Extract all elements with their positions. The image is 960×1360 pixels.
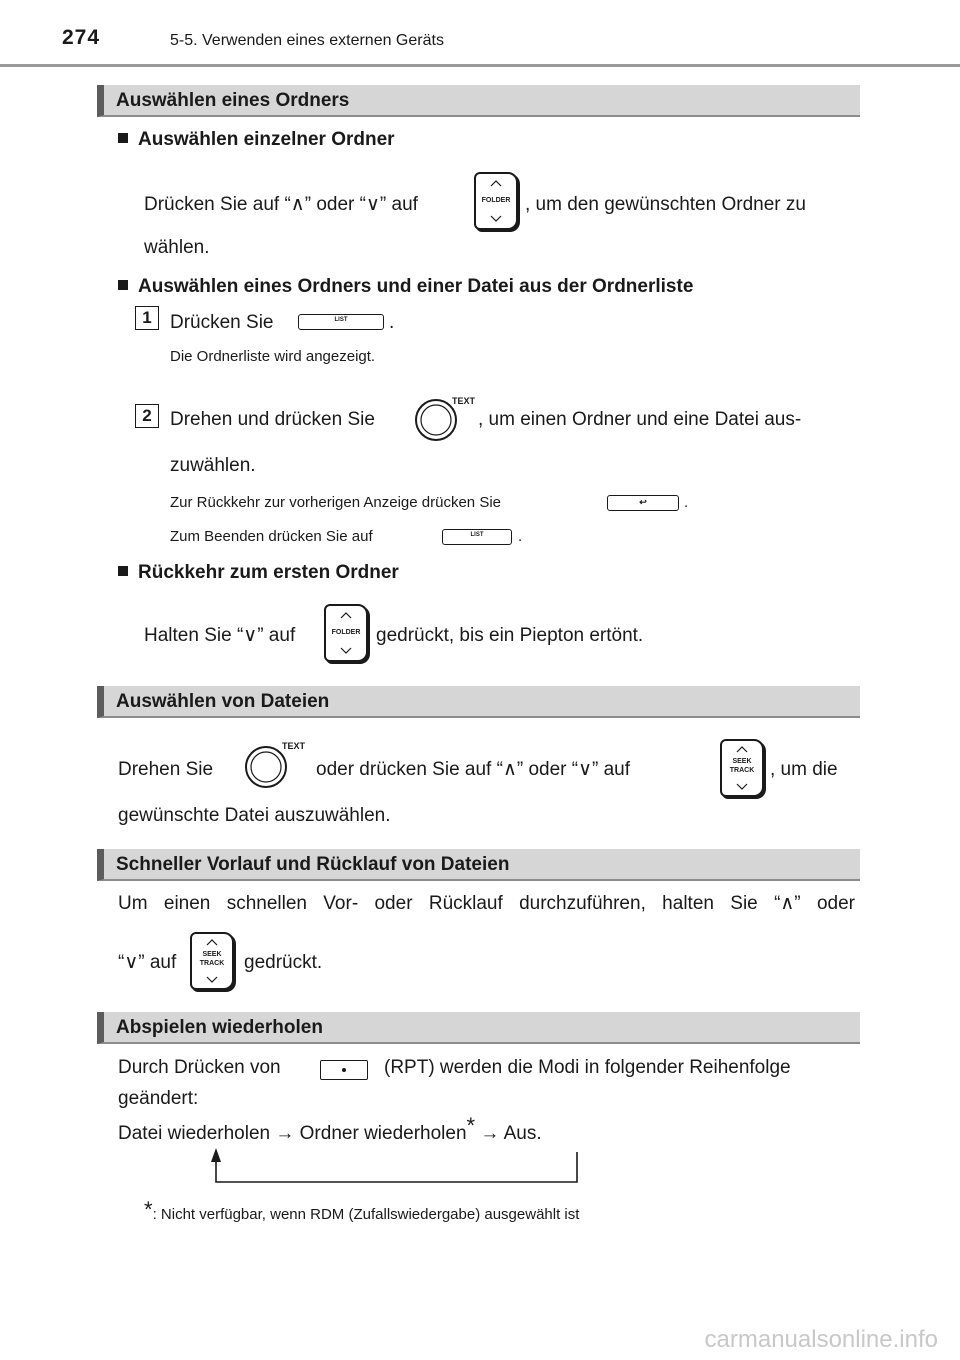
section-title: Auswählen von Dateien <box>116 691 330 712</box>
back-button-icon: ↩ <box>607 495 679 511</box>
text-knob-icon <box>414 398 460 444</box>
bullet-square-icon <box>118 566 128 576</box>
note-back: Zur Rückkehr zur vorherigen Anzeige drüc… <box>170 494 501 511</box>
text-label: TEXT <box>452 396 476 406</box>
text-knob-icon <box>244 745 290 791</box>
paragraph-line: gewünschte Datei auszuwählen. <box>118 805 391 826</box>
subheading-first-folder: Rückkehr zum ersten Ordner <box>118 562 399 584</box>
repeat-sequence: Datei wiederholen → Ordner wiederholen* … <box>118 1113 542 1144</box>
paragraph-line: Durch Drücken von <box>118 1057 281 1078</box>
section-header-fast: Schneller Vorlauf und Rücklauf von Datei… <box>97 849 860 881</box>
step-number: 2 <box>135 404 159 428</box>
watermark: carmanualsonline.info <box>704 1326 938 1353</box>
list-button-icon: LIST <box>298 314 384 330</box>
seek-track-button-icon: SEEK TRACK <box>720 739 764 797</box>
paragraph-line: gedrückt. <box>244 952 323 973</box>
section-header-folder: Auswählen eines Ordners <box>97 85 860 117</box>
bullet-square-icon <box>118 280 128 290</box>
dot-icon <box>342 1068 346 1072</box>
paragraph-line: Um einen schnellen Vor- oder Rücklauf du… <box>118 893 855 914</box>
subheading-folder-list: Auswählen eines Ordners und einer Datei … <box>118 276 693 298</box>
paragraph-line: “∨” auf <box>118 952 177 973</box>
paragraph-line: , um die <box>770 759 838 780</box>
step-text: Drücken Sie <box>170 312 274 333</box>
step-text: , um einen Ordner und eine Datei aus- <box>478 409 802 430</box>
subheading-single-folder: Auswählen einzelner Ordner <box>118 129 395 151</box>
page-number: 274 <box>62 26 101 49</box>
footnote: *: Nicht verfügbar, wenn RDM (Zufallswie… <box>144 1197 580 1224</box>
section-title: Auswählen eines Ordners <box>116 90 350 111</box>
text-label: TEXT <box>282 741 306 751</box>
section-header-files: Auswählen von Dateien <box>97 686 860 718</box>
paragraph-line: Drücken Sie auf “∧” oder “∨” auf <box>144 194 418 215</box>
folder-button-icon: FOLDER <box>474 172 518 230</box>
paragraph-line: geändert: <box>118 1088 199 1109</box>
seek-track-button-icon: SEEK TRACK <box>190 932 234 990</box>
note-end: Zum Beenden drücken Sie auf <box>170 528 373 545</box>
step-number: 1 <box>135 306 159 330</box>
step-text: zuwählen. <box>170 455 256 476</box>
bullet-square-icon <box>118 133 128 143</box>
paragraph-line: , um den gewünschten Ordner zu <box>525 194 806 215</box>
rpt-button-icon <box>320 1060 368 1080</box>
paragraph-line: oder drücken Sie auf “∧” oder “∨” auf <box>316 759 631 780</box>
step-note: Die Ordnerliste wird angezeigt. <box>170 348 376 365</box>
list-button-icon: LIST <box>442 529 512 545</box>
section-title: Schneller Vorlauf und Rücklauf von Datei… <box>116 854 510 875</box>
step-text: Drehen und drücken Sie <box>170 409 375 430</box>
folder-button-icon: FOLDER <box>324 604 368 662</box>
paragraph-line: (RPT) werden die Modi in folgender Reihe… <box>384 1057 791 1078</box>
header-rule <box>0 64 960 67</box>
paragraph-line: gedrückt, bis ein Piepton ertönt. <box>376 625 644 646</box>
paragraph-line: Halten Sie “∨” auf <box>144 625 296 646</box>
cycle-arrow-icon <box>211 1148 578 1183</box>
section-header-repeat: Abspielen wiederholen <box>97 1012 860 1044</box>
chapter-title: 5-5. Verwenden eines externen Geräts <box>170 32 444 49</box>
section-title: Abspielen wiederholen <box>116 1017 323 1038</box>
paragraph-line: Drehen Sie <box>118 759 214 780</box>
paragraph-line: wählen. <box>144 237 210 258</box>
